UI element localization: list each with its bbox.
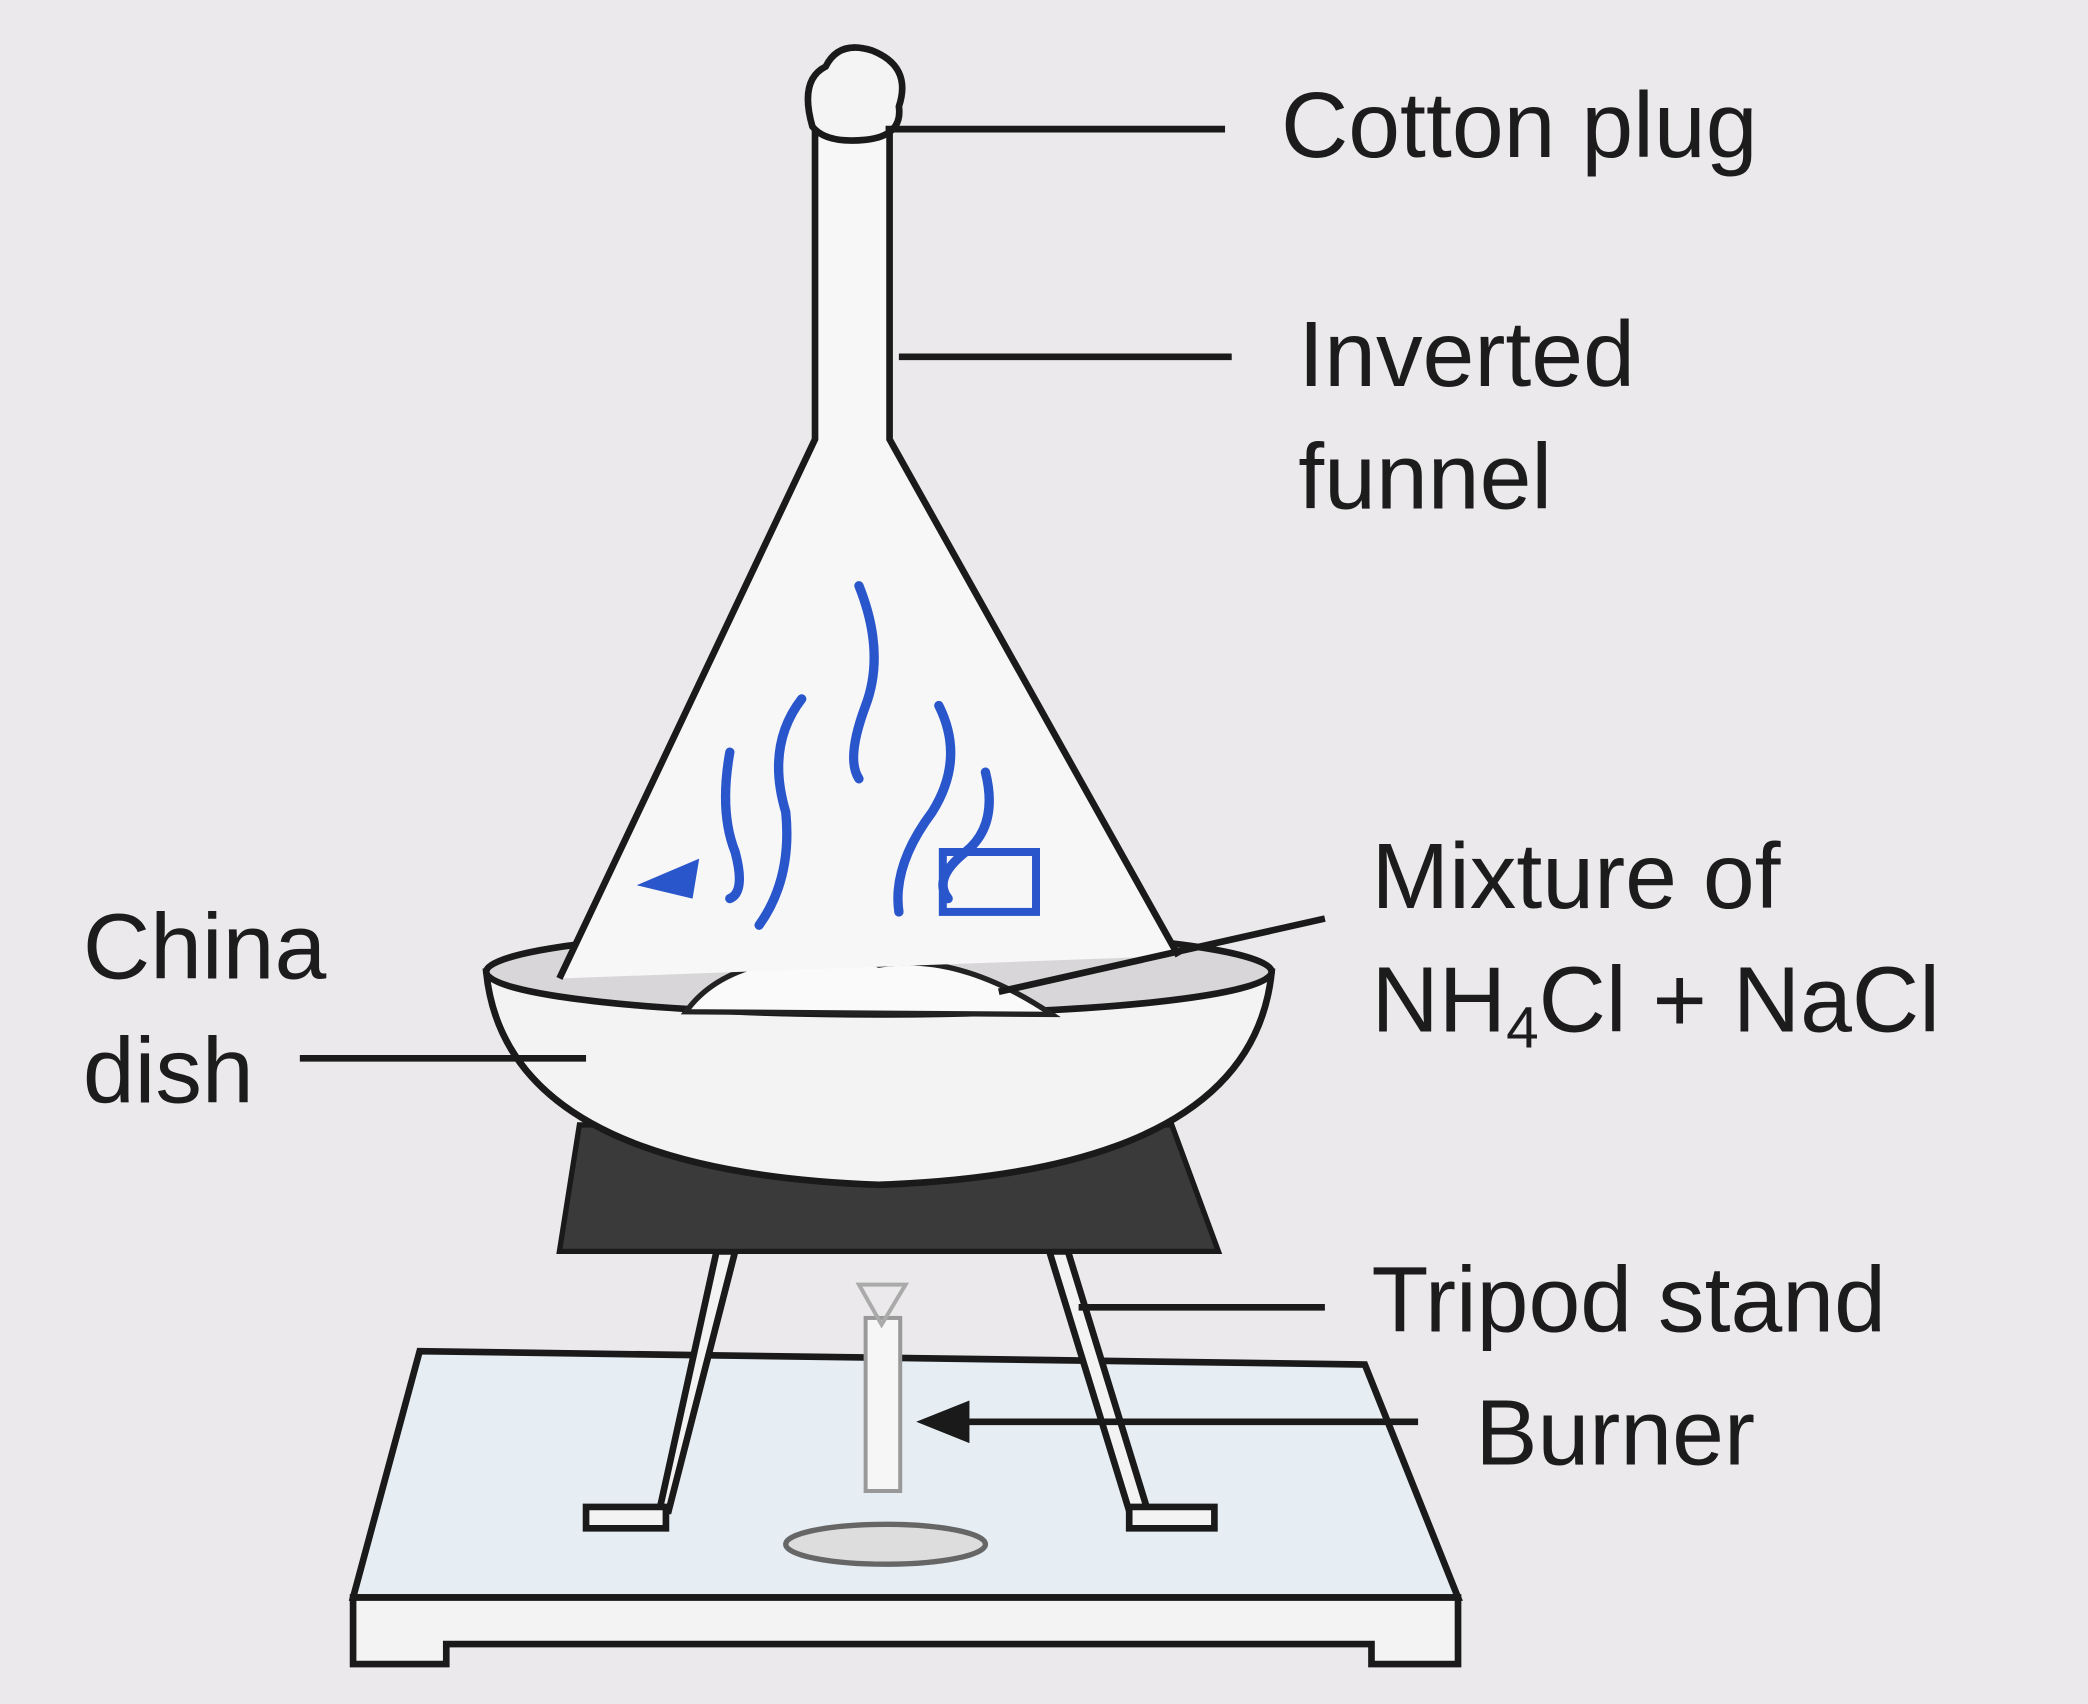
mixture-leader — [998, 915, 1326, 996]
label-funnel: funnel — [1298, 425, 1552, 529]
label-mixture-of: Mixture of — [1371, 824, 1781, 928]
burner — [783, 1282, 989, 1567]
label-inverted: Inverted — [1298, 302, 1635, 406]
inverted-funnel — [556, 44, 1182, 980]
label-dish: dish — [83, 1018, 254, 1122]
base-plate — [348, 1347, 1463, 1668]
label-china: China — [83, 894, 327, 998]
burner-arrow — [916, 1400, 1419, 1444]
label-mixture-formula: NH4Cl + NaCl — [1371, 948, 1939, 1061]
vapour-lines — [636, 581, 1041, 930]
label-cotton-plug: Cotton plug — [1281, 73, 1758, 177]
label-tripod-stand: Tripod stand — [1371, 1247, 1885, 1351]
cotton-plug — [804, 44, 906, 144]
label-burner: Burner — [1475, 1380, 1755, 1484]
